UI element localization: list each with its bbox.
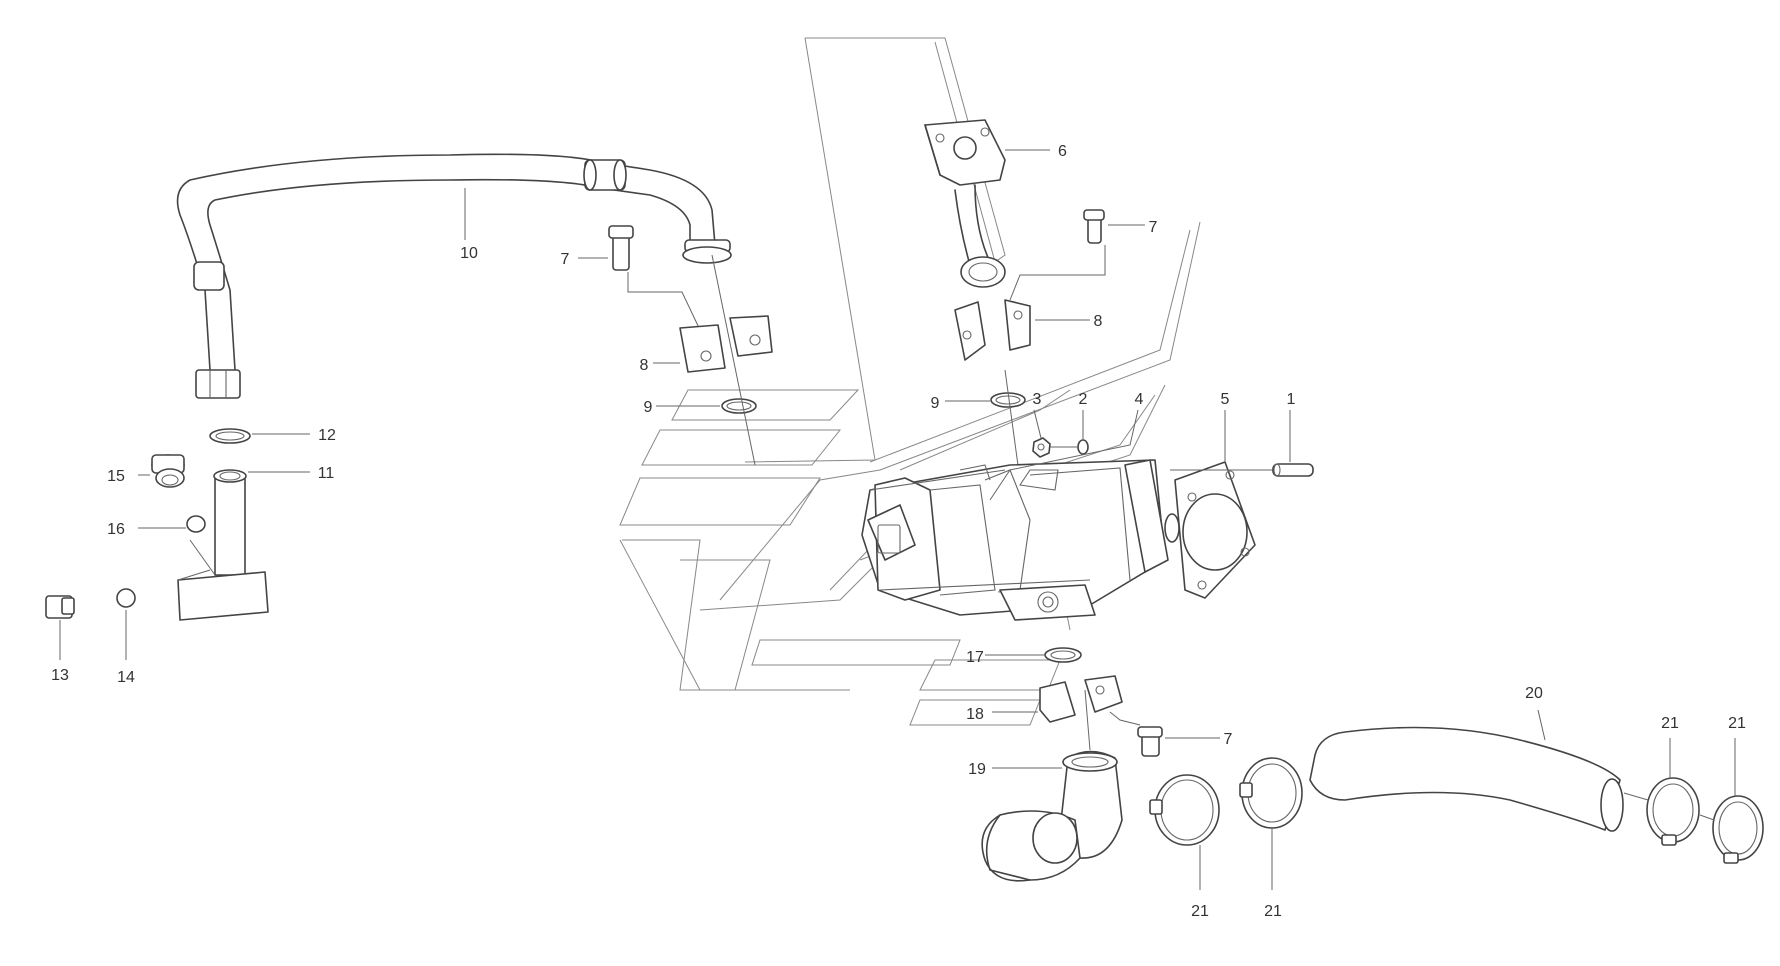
clamp-21c <box>1646 777 1700 846</box>
tee-block <box>177 571 269 621</box>
plug-13 <box>45 595 75 619</box>
callout-14: 14 <box>117 669 135 686</box>
callout-labels: 1 2 3 4 5 6 7 7 7 8 8 9 9 10 11 12 13 14… <box>51 143 1746 920</box>
callout-16: 16 <box>107 521 125 538</box>
clamp-21d <box>1712 795 1764 864</box>
pin-1 <box>1272 410 1314 477</box>
seal-16 <box>186 515 206 533</box>
clamp-21a <box>1149 774 1220 846</box>
elbow-seal <box>960 256 1006 288</box>
clamp-8a <box>679 324 726 373</box>
callout-20: 20 <box>1525 685 1543 702</box>
callout-21-a: 21 <box>1191 903 1209 920</box>
clamp-18 <box>1039 681 1076 723</box>
left-bolt-clamp <box>578 225 773 466</box>
pipe-assembly-10 <box>176 153 732 399</box>
callout-19: 19 <box>968 761 986 778</box>
callout-7-lower: 7 <box>1224 731 1233 748</box>
callout-6: 6 <box>1058 143 1067 160</box>
callout-2: 2 <box>1079 391 1088 408</box>
callout-13: 13 <box>51 667 69 684</box>
left-fittings <box>45 428 310 660</box>
union-tube-11 <box>214 477 246 576</box>
clamp-8b <box>954 301 986 361</box>
clamp-21b <box>1239 757 1303 829</box>
callout-21-d: 21 <box>1728 715 1746 732</box>
callout-17: 17 <box>966 649 984 666</box>
callout-4: 4 <box>1135 391 1144 408</box>
callout-11: 11 <box>318 465 335 482</box>
callout-7-upper: 7 <box>1149 219 1158 236</box>
callout-21-b: 21 <box>1264 903 1282 920</box>
nut-washer <box>989 409 1139 501</box>
callout-3: 3 <box>1033 391 1042 408</box>
callout-15: 15 <box>107 468 125 485</box>
callout-5: 5 <box>1221 391 1230 408</box>
pump-body <box>861 459 1180 621</box>
callout-1: 1 <box>1287 391 1296 408</box>
callout-18: 18 <box>966 706 984 723</box>
o-ring-17 <box>1044 647 1082 663</box>
callout-8-left: 8 <box>640 357 649 374</box>
gasket-5 <box>1170 410 1275 599</box>
callout-9-upper: 9 <box>931 395 940 412</box>
hose-20-and-clamps <box>1149 709 1764 890</box>
guide-outlines <box>619 37 1201 726</box>
upper-flange-assembly <box>924 119 1145 481</box>
washer-14 <box>116 588 136 608</box>
o-ring-12 <box>209 428 251 444</box>
callout-9-left: 9 <box>644 399 653 416</box>
lower-center-assembly <box>981 647 1220 882</box>
callout-8-upper: 8 <box>1094 313 1103 330</box>
o-ring-9a <box>721 398 757 414</box>
callout-21-c: 21 <box>1661 715 1679 732</box>
callout-10: 10 <box>460 245 478 262</box>
plug-15 <box>151 454 185 488</box>
callout-12: 12 <box>318 427 336 444</box>
callout-7-left: 7 <box>561 251 570 268</box>
